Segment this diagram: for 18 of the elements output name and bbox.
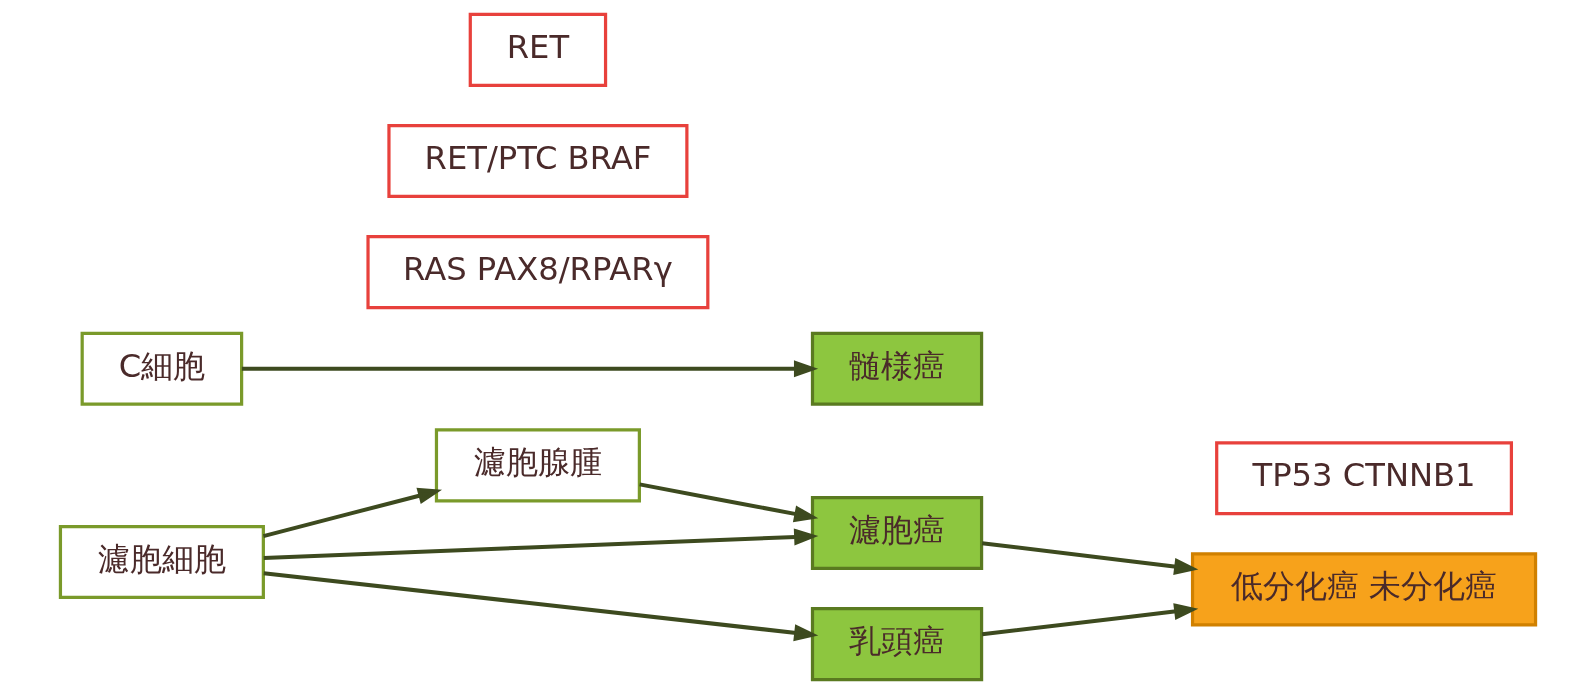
- node-box: 乳頭癌: [810, 607, 983, 682]
- arrow: [981, 603, 1198, 637]
- node-box: RAS PAX8/RPARγ: [365, 235, 709, 310]
- arrow: [241, 360, 818, 378]
- node-box: 濾胞腺腫: [434, 428, 641, 503]
- node-box: 濾胞細胞: [58, 524, 265, 600]
- node-box: 濾胞癌: [810, 495, 983, 571]
- node-box: TP53 CTNNB1: [1214, 441, 1513, 516]
- arrow: [263, 571, 818, 642]
- node-box: 低分化癌 未分化癌: [1190, 552, 1537, 627]
- arrow: [981, 541, 1198, 575]
- arrow: [263, 528, 818, 561]
- arrow: [262, 487, 442, 539]
- arrow: [638, 482, 818, 523]
- node-box: RET/PTC BRAF: [386, 123, 688, 199]
- node-box: RET: [468, 12, 607, 87]
- node-box: C細胞: [80, 331, 243, 406]
- node-box: 髄様癌: [810, 331, 983, 406]
